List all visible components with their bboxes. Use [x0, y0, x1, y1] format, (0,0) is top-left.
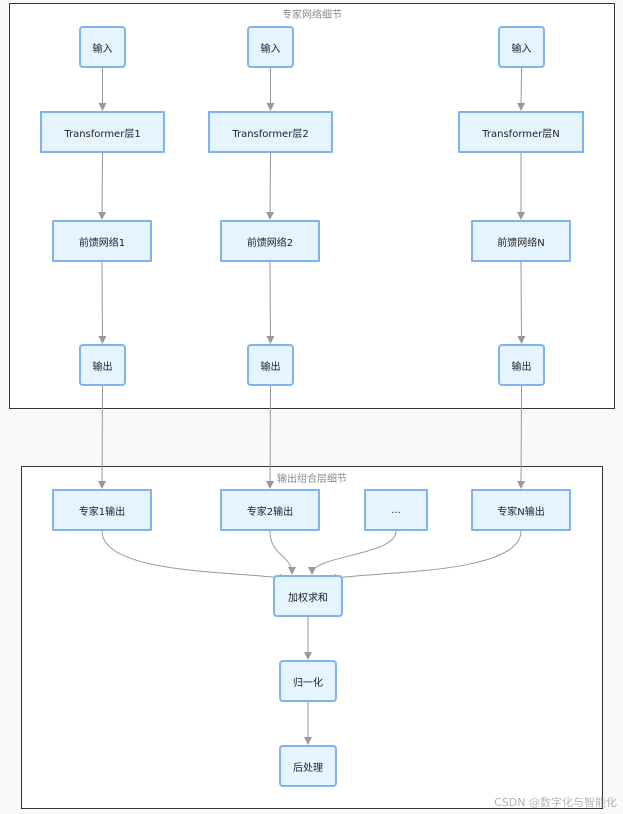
- transformer-layer-n: Transformer层N: [458, 111, 584, 153]
- expert-network-cluster: 专家网络细节: [9, 3, 615, 409]
- expert-output-1: 专家1输出: [52, 489, 152, 531]
- cluster-title-expert: 专家网络细节: [282, 10, 342, 21]
- input-node-n: 输入: [498, 26, 545, 68]
- normalization-node: 归一化: [279, 660, 337, 702]
- output-node-n: 输出: [498, 344, 545, 386]
- cluster-title-combine: 输出组合层细节: [277, 474, 347, 485]
- transformer-layer-2: Transformer层2: [208, 111, 333, 153]
- expert-output-ellipsis: ...: [364, 489, 428, 531]
- expert-output-2: 专家2输出: [220, 489, 320, 531]
- feedforward-network-2: 前馈网络2: [220, 220, 320, 262]
- feedforward-network-1: 前馈网络1: [52, 220, 152, 262]
- feedforward-network-n: 前馈网络N: [471, 220, 571, 262]
- output-node-2: 输出: [247, 344, 294, 386]
- input-node-1: 输入: [79, 26, 126, 68]
- expert-output-n: 专家N输出: [471, 489, 571, 531]
- transformer-layer-1: Transformer层1: [40, 111, 165, 153]
- output-node-1: 输出: [79, 344, 126, 386]
- watermark: CSDN @数字化与智能化: [494, 796, 617, 809]
- post-processing-node: 后处理: [279, 745, 337, 787]
- weighted-sum-node: 加权求和: [273, 575, 343, 617]
- input-node-2: 输入: [247, 26, 294, 68]
